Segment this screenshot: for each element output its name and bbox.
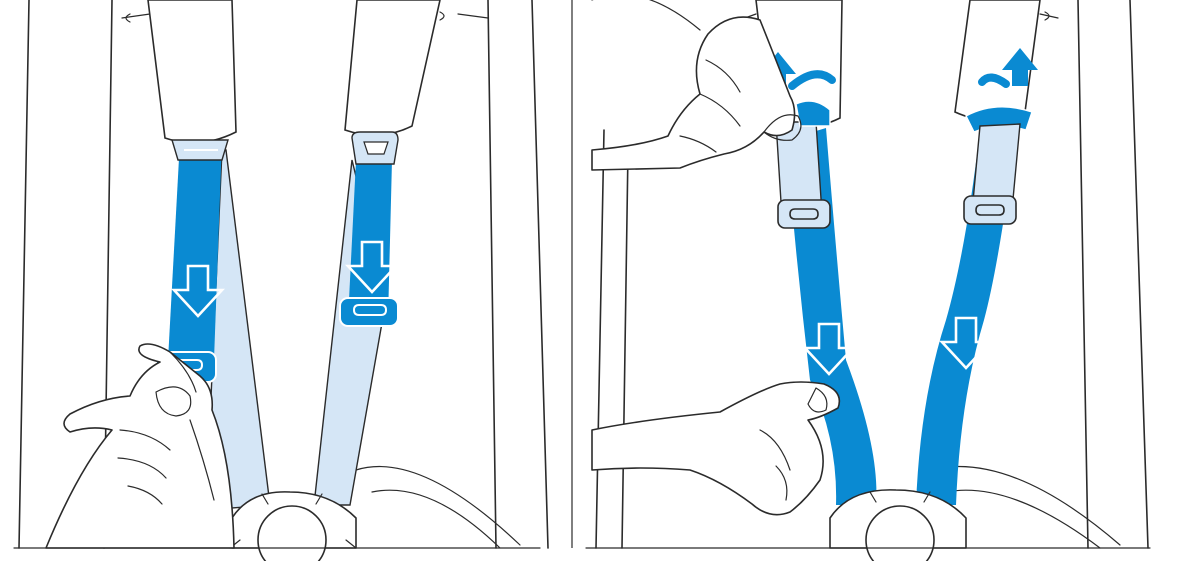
strap-loop: [351, 131, 399, 165]
hand-icon: [45, 343, 235, 549]
panel-adjust: [585, 0, 1151, 561]
panel-loosen: [13, 0, 549, 561]
buckle-icon: [963, 195, 1017, 225]
strap-active: [348, 160, 392, 320]
buckle-icon: [339, 297, 399, 327]
strap-active: [168, 140, 222, 360]
shoulder-pad-icon: [147, 0, 237, 144]
hand-icon: [591, 16, 802, 171]
harness-hub-icon: [829, 489, 967, 561]
hand-icon: [591, 381, 841, 516]
harness-hub-icon: [229, 491, 357, 561]
buckle-icon: [777, 199, 831, 229]
curved-arrow-up-icon: [978, 48, 1038, 88]
strap-tab: [965, 106, 1033, 213]
shoulder-pad-icon: [344, 0, 441, 136]
